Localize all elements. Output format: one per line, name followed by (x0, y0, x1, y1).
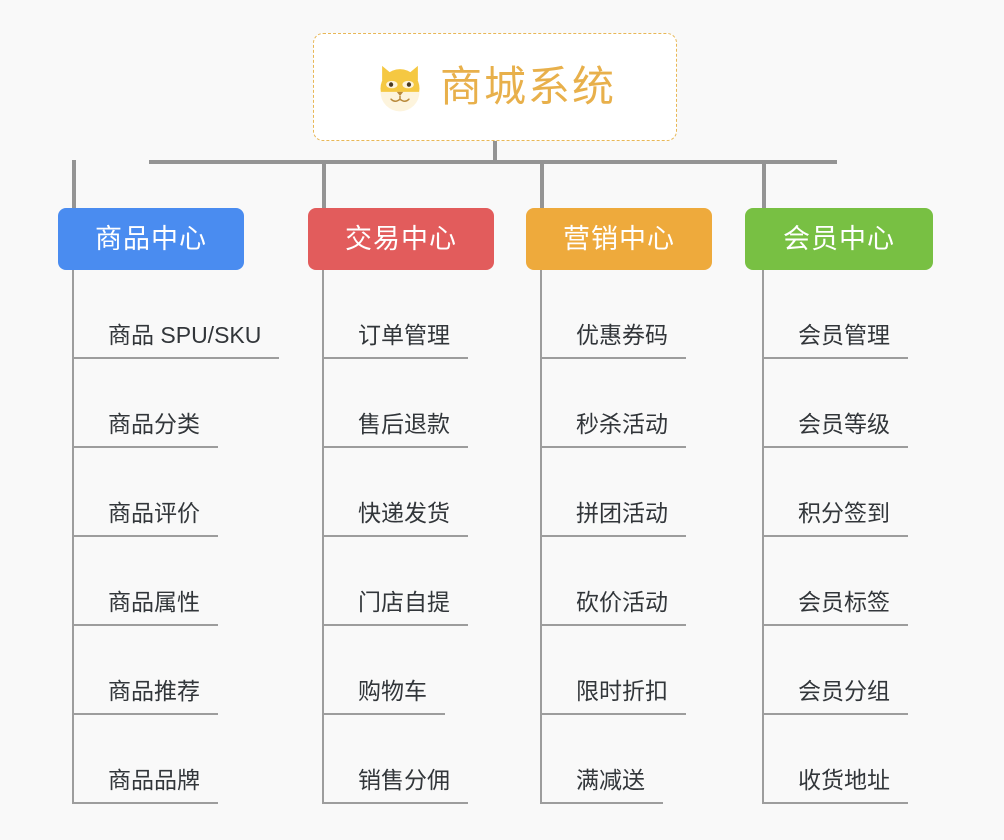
leaf-label: 快递发货 (358, 500, 450, 527)
leaf-item[interactable]: 商品推荐 (72, 626, 279, 715)
leaf-underline: 拼团活动 (540, 500, 686, 537)
leaf-label: 会员等级 (798, 411, 890, 438)
leaf-underline: 限时折扣 (540, 678, 686, 715)
leaf-item[interactable]: 商品 SPU/SKU (72, 270, 280, 359)
leaf-item[interactable]: 商品分类 (72, 359, 279, 448)
leaf-underline: 销售分佣 (322, 767, 468, 804)
leaf-label: 满减送 (576, 767, 645, 794)
branch-2: 优惠券码秒杀活动拼团活动砍价活动限时折扣满减送 (540, 270, 686, 804)
leaf-label: 商品 SPU/SKU (108, 322, 262, 349)
leaf-label: 优惠券码 (576, 322, 668, 349)
leaf-label: 门店自提 (358, 589, 450, 616)
leaf-item[interactable]: 拼团活动 (540, 448, 686, 537)
leaf-item[interactable]: 商品评价 (72, 448, 279, 537)
branch-0: 商品 SPU/SKU 商品分类商品评价商品属性商品推荐商品品牌 (72, 270, 280, 804)
leaf-underline: 快递发货 (322, 500, 468, 537)
leaf-label: 收货地址 (798, 767, 890, 794)
branch-3: 会员管理会员等级积分签到会员标签会员分组收货地址 (762, 270, 908, 804)
leaf-underline: 秒杀活动 (540, 411, 686, 448)
leaf-label: 购物车 (358, 678, 427, 705)
leaf-underline: 门店自提 (322, 589, 468, 626)
leaf-label: 商品推荐 (108, 678, 200, 705)
leaf-label: 拼团活动 (576, 500, 668, 527)
leaf-label: 商品分类 (108, 411, 200, 438)
dog-face-icon (380, 65, 420, 112)
leaf-item[interactable]: 销售分佣 (322, 715, 468, 804)
leaf-underline: 会员分组 (762, 678, 908, 715)
leaf-item[interactable]: 砍价活动 (540, 537, 686, 626)
leaf-underline: 商品分类 (72, 411, 218, 448)
leaf-label: 商品评价 (108, 500, 200, 527)
leaf-underline: 商品属性 (72, 589, 218, 626)
leaf-item[interactable]: 快递发货 (322, 448, 468, 537)
leaf-item[interactable]: 满减送 (540, 715, 686, 804)
leaf-item[interactable]: 优惠券码 (540, 270, 686, 359)
leaf-label: 订单管理 (358, 322, 450, 349)
leaf-item[interactable]: 商品品牌 (72, 715, 279, 804)
category-label-2: 营销中心 (563, 223, 675, 254)
leaf-underline: 订单管理 (322, 322, 468, 359)
category-label-3: 会员中心 (783, 223, 895, 254)
connector-horizontal-bus (149, 160, 837, 164)
root-node[interactable]: 商城系统 (313, 33, 677, 141)
category-box-3[interactable]: 会员中心 (745, 208, 933, 270)
leaf-label: 销售分佣 (358, 767, 450, 794)
leaf-underline: 积分签到 (762, 500, 908, 537)
branch-trunk-1 (322, 270, 324, 804)
leaf-label: 商品属性 (108, 589, 200, 616)
leaf-label: 砍价活动 (576, 589, 668, 616)
connector-drop-1 (322, 160, 326, 208)
leaf-item[interactable]: 会员等级 (762, 359, 908, 448)
leaf-underline: 商品 SPU/SKU (72, 322, 280, 359)
branch-trunk-2 (540, 270, 542, 804)
leaf-label: 限时折扣 (576, 678, 668, 705)
leaf-item[interactable]: 订单管理 (322, 270, 468, 359)
leaf-label: 积分签到 (798, 500, 890, 527)
connector-root-stem (493, 141, 497, 163)
leaf-underline: 收货地址 (762, 767, 908, 804)
leaf-label: 秒杀活动 (576, 411, 668, 438)
leaf-label: 会员标签 (798, 589, 890, 616)
leaf-underline: 购物车 (322, 678, 445, 715)
leaf-item[interactable]: 限时折扣 (540, 626, 686, 715)
leaf-item[interactable]: 收货地址 (762, 715, 908, 804)
branch-trunk-0 (72, 270, 74, 804)
leaf-label: 售后退款 (358, 411, 450, 438)
leaf-underline: 售后退款 (322, 411, 468, 448)
category-box-1[interactable]: 交易中心 (308, 208, 494, 270)
leaf-item[interactable]: 售后退款 (322, 359, 468, 448)
category-label-1: 交易中心 (345, 223, 457, 254)
category-label-0: 商品中心 (95, 223, 207, 254)
leaf-underline: 砍价活动 (540, 589, 686, 626)
root-title: 商城系统 (439, 63, 616, 110)
leaf-underline: 商品品牌 (72, 767, 218, 804)
leaf-underline: 会员管理 (762, 322, 908, 359)
leaf-underline: 会员等级 (762, 411, 908, 448)
leaf-item[interactable]: 购物车 (322, 626, 468, 715)
leaf-underline: 满减送 (540, 767, 663, 804)
leaf-item[interactable]: 商品属性 (72, 537, 279, 626)
leaf-item[interactable]: 会员分组 (762, 626, 908, 715)
leaf-label: 会员管理 (798, 322, 890, 349)
leaf-item[interactable]: 会员标签 (762, 537, 908, 626)
leaf-underline: 会员标签 (762, 589, 908, 626)
leaf-item[interactable]: 门店自提 (322, 537, 468, 626)
leaf-underline: 商品评价 (72, 500, 218, 537)
category-box-2[interactable]: 营销中心 (526, 208, 712, 270)
leaf-label: 商品品牌 (108, 767, 200, 794)
leaf-item[interactable]: 秒杀活动 (540, 359, 686, 448)
branch-1: 订单管理售后退款快递发货门店自提购物车销售分佣 (322, 270, 468, 804)
connector-drop-0 (72, 160, 76, 208)
leaf-item[interactable]: 积分签到 (762, 448, 908, 537)
leaf-underline: 商品推荐 (72, 678, 218, 715)
connector-drop-2 (540, 160, 544, 208)
leaf-item[interactable]: 会员管理 (762, 270, 908, 359)
branch-trunk-3 (762, 270, 764, 804)
leaf-label: 会员分组 (798, 678, 890, 705)
leaf-underline: 优惠券码 (540, 322, 686, 359)
connector-drop-3 (762, 160, 766, 208)
category-box-0[interactable]: 商品中心 (58, 208, 244, 270)
